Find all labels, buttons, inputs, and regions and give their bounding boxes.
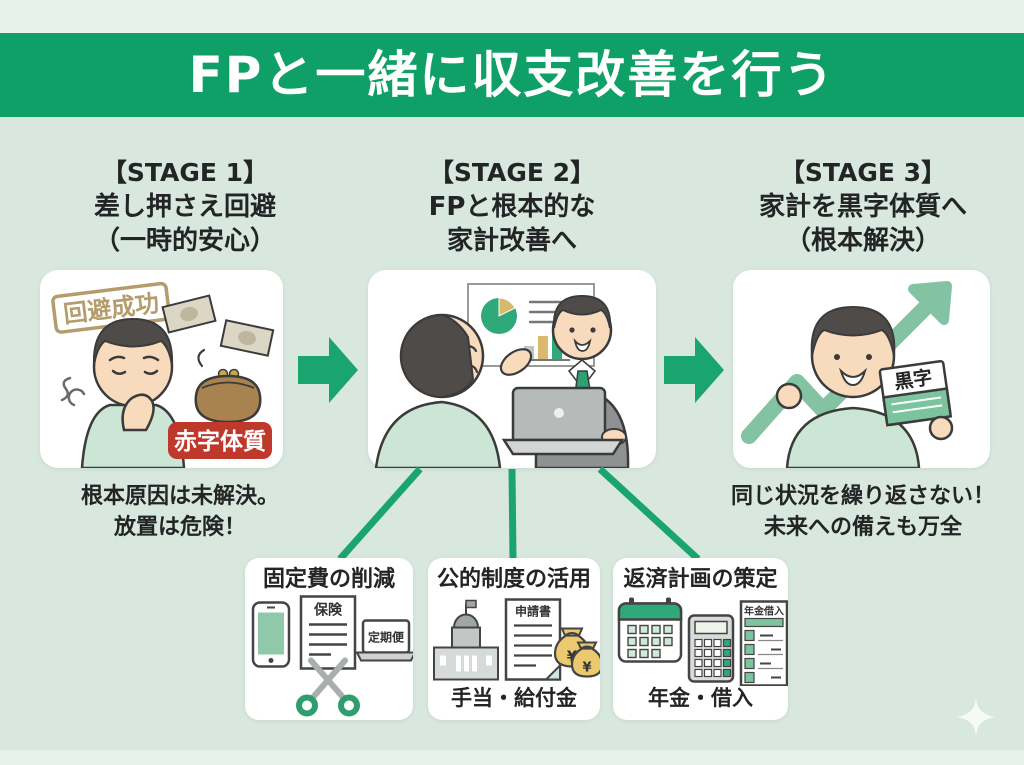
stage3-subtitle-line2: （根本解決） — [784, 226, 941, 256]
calendar-icon — [617, 597, 683, 663]
arrow-stage1-to-stage2-icon — [298, 337, 358, 403]
client-back-icon — [374, 313, 502, 468]
worried-man-icon — [80, 317, 186, 468]
laptop-icon — [501, 386, 627, 456]
stage1-caption: 根本原因は未解決。 放置は危険！ — [30, 481, 330, 543]
insurance-document-icon: 保険 — [299, 595, 357, 670]
action3-caption: 年金・借入 — [648, 686, 753, 710]
top-margin-strip — [0, 0, 1024, 33]
stage3-caption-line1: 同じ状況を繰り返さない！ — [730, 484, 995, 509]
stage1-heading: 【STAGE 1】 — [101, 158, 269, 187]
svg-text:¥: ¥ — [567, 648, 578, 666]
svg-text:黒字: 黒字 — [893, 366, 934, 394]
coin-purse-icon — [194, 368, 262, 424]
stage3-caption: 同じ状況を繰り返さない！ 未来への備えも万全 — [713, 481, 1013, 543]
surplus-passbook-icon: 黒字 — [878, 359, 954, 441]
action-box-repayment-plan: 返済計画の策定 — [613, 558, 788, 720]
money-bags-icon: ¥ ¥ — [553, 627, 600, 678]
stage2-subtitle-line2: 家計改善へ — [446, 226, 577, 256]
stage3-header: 【STAGE 3】 家計を黒字体質へ （根本解決） — [713, 156, 1013, 258]
calculator-icon — [687, 614, 735, 683]
action-box-public-systems: 公的制度の活用 申請書 — [428, 558, 600, 720]
stage1-subtitle-line2: （一時的安心） — [93, 226, 276, 256]
pie-chart-icon — [481, 297, 517, 334]
svg-text:赤字体質: 赤字体質 — [174, 428, 266, 455]
stage2-heading: 【STAGE 2】 — [428, 158, 596, 187]
stage2-subtitle-line1: FPと根本的な — [428, 192, 596, 222]
scissors-icon — [296, 657, 360, 717]
flying-bills-icon — [161, 294, 275, 368]
stage3-illustration-card: 黒字 — [733, 270, 990, 468]
arrow-stage2-to-stage3-icon — [664, 337, 724, 403]
subscription-laptop-icon: 定期便 — [355, 619, 413, 662]
stage3-heading: 【STAGE 3】 — [779, 158, 947, 187]
svg-text:申請書: 申請書 — [515, 604, 551, 619]
smartphone-icon — [251, 601, 291, 668]
page-title: FPと一緒に収支改善を行う — [188, 46, 836, 104]
action3-title: 返済計画の策定 — [623, 567, 778, 592]
svg-text:年金借入: 年金借入 — [744, 605, 784, 618]
sparkle-icon — [957, 698, 995, 736]
raised-fist-icon — [775, 382, 803, 410]
stage3-subtitle-line1: 家計を黒字体質へ — [758, 192, 967, 222]
action2-caption: 手当・給付金 — [451, 686, 577, 710]
deficit-badge: 赤字体質 — [168, 422, 272, 459]
stage3-caption-line2: 未来への備えも万全 — [763, 515, 962, 540]
title-banner: FPと一緒に収支改善を行う — [0, 33, 1024, 117]
stage2-header: 【STAGE 2】 FPと根本的な 家計改善へ — [362, 156, 662, 258]
action-box-fixed-costs: 固定費の削減 保険 — [245, 558, 413, 720]
stage2-illustration-card — [368, 270, 656, 468]
bottom-margin-strip — [0, 750, 1024, 765]
sigh-puffs-icon — [60, 376, 86, 407]
action2-title: 公的制度の活用 — [436, 567, 591, 592]
application-form-icon: 申請書 — [504, 598, 562, 681]
svg-text:定期便: 定期便 — [368, 630, 405, 645]
stage1-header: 【STAGE 1】 差し押さえ回避 （一時的安心） — [35, 156, 335, 258]
stage1-subtitle-line1: 差し押さえ回避 — [93, 192, 276, 222]
action1-title: 固定費の削減 — [262, 567, 395, 592]
stage1-caption-line2: 放置は危険！ — [113, 515, 246, 540]
stage1-caption-line1: 根本原因は未解決。 — [80, 484, 279, 509]
loan-table-icon: 年金借入 — [739, 600, 788, 686]
svg-text:¥: ¥ — [582, 661, 591, 676]
svg-text:保険: 保険 — [313, 602, 343, 619]
stage1-illustration-card: 回避成功 — [40, 270, 283, 468]
government-building-icon — [433, 599, 499, 681]
